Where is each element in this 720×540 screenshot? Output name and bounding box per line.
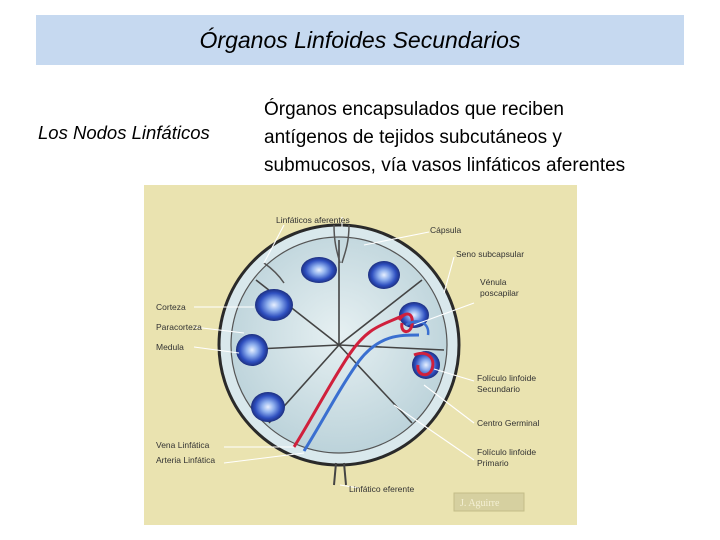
label-foliculo-secundario-2: Secundario bbox=[477, 384, 520, 394]
label-medula: Medula bbox=[156, 342, 184, 352]
leader-lines bbox=[193, 217, 475, 489]
label-venula: Vénula bbox=[480, 277, 507, 287]
title-bar: Órganos Linfoides Secundarios bbox=[36, 15, 684, 65]
label-capsula: Cápsula bbox=[430, 225, 461, 235]
credit-badge bbox=[453, 492, 525, 512]
description-line-3: submucosos, vía vasos linfáticos aferent… bbox=[264, 155, 626, 176]
follicle bbox=[251, 392, 285, 422]
label-arteria-linfatica: Arteria Linfática bbox=[156, 455, 215, 465]
label-foliculo-secundario-1: Folículo linfoide bbox=[477, 373, 536, 383]
label-paracorteza: Paracorteza bbox=[156, 322, 202, 332]
description-line-1: Órganos encapsulados que reciben bbox=[264, 99, 564, 120]
slide-title: Órganos Linfoides Secundarios bbox=[199, 26, 521, 53]
follicle bbox=[368, 261, 400, 289]
efferent-lymphatic bbox=[333, 462, 347, 486]
description: Órganos encapsulados que reciben antígen… bbox=[264, 96, 704, 180]
label-poscapilar: poscapilar bbox=[480, 288, 519, 298]
label-foliculo-primario-1: Folículo linfoide bbox=[477, 447, 536, 457]
label-linfatico-eferente: Linfático eferente bbox=[349, 484, 414, 494]
credit-badge-text: J. Aguirre bbox=[460, 498, 500, 509]
label-vena-linfatica: Vena Linfática bbox=[156, 440, 210, 450]
follicle bbox=[301, 257, 337, 283]
label-centro-germinal: Centro Germinal bbox=[477, 418, 539, 428]
subject-label: Los Nodos Linfáticos bbox=[38, 122, 210, 143]
blood-vessels bbox=[292, 312, 435, 452]
lymph-node-figure: Linfáticos aferentes Cápsula Seno subcap… bbox=[144, 185, 577, 525]
lymph-node-diagram: Linfáticos aferentes Cápsula Seno subcap… bbox=[156, 215, 539, 512]
label-seno-subcapsular: Seno subcapsular bbox=[456, 249, 524, 259]
afferent-lymphatics bbox=[263, 224, 350, 284]
follicles bbox=[236, 257, 440, 422]
follicle bbox=[236, 334, 268, 366]
label-linfaticos-aferentes: Linfáticos aferentes bbox=[276, 215, 350, 225]
label-corteza: Corteza bbox=[156, 302, 186, 312]
label-foliculo-primario-2: Primario bbox=[477, 458, 509, 468]
follicle bbox=[255, 289, 293, 321]
description-line-2: antígenos de tejidos subcutáneos y bbox=[264, 127, 562, 148]
